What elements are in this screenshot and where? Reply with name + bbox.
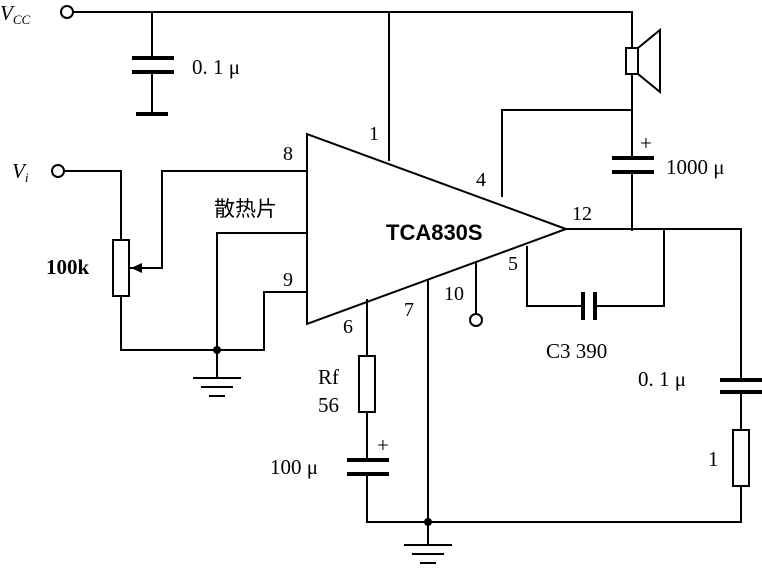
resistor-rf-value: 56: [318, 393, 339, 417]
pin-12-label: 12: [572, 203, 592, 225]
capacitor-supply: [132, 11, 174, 116]
pin-10-label: 10: [444, 283, 464, 305]
pin-6-label: 6: [343, 316, 353, 338]
speaker-icon: [625, 11, 661, 111]
vcc-terminal: [60, 5, 74, 19]
capacitor-output-plus: +: [640, 131, 652, 155]
vi-terminal: [51, 164, 65, 178]
ground-symbol-input: [193, 349, 241, 397]
wire-output: [565, 228, 742, 381]
capacitor-c3-label: C3 390: [546, 339, 607, 363]
pin-4-label: 4: [476, 169, 486, 191]
wire-pin8: [130, 170, 308, 269]
junction-dot-ground: [424, 518, 432, 526]
capacitor-rf: [347, 458, 389, 523]
capacitor-output: [501, 109, 654, 231]
pin-9-label: 9: [283, 269, 293, 291]
pin-7-label: 7: [404, 299, 414, 321]
amplifier-ic: [306, 132, 569, 326]
resistor-zobel-label: 1: [708, 447, 719, 471]
potentiometer: [112, 170, 308, 351]
ground-symbol-main: [404, 544, 452, 564]
capacitor-rf-plus: +: [377, 433, 389, 457]
capacitor-zobel: [720, 378, 762, 431]
pin-1-label: 1: [369, 123, 379, 145]
pin-5-label: 5: [508, 253, 518, 275]
resistor-zobel: [732, 429, 750, 523]
capacitor-c3: [526, 229, 665, 320]
ic-name: TCA830S: [386, 220, 483, 245]
potentiometer-label: 100k: [46, 255, 90, 279]
vcc-label: VCC: [0, 1, 30, 27]
wire-pin9: [263, 291, 308, 351]
vi-label: Vi: [12, 159, 29, 185]
capacitor-rf-label: 100 μ: [270, 455, 318, 479]
capacitor-output-label: 1000 μ: [666, 155, 725, 179]
capacitor-supply-label: 0. 1 μ: [192, 55, 240, 79]
heatsink-label: 散热片: [214, 197, 277, 221]
resistor-rf-name: Rf: [318, 365, 339, 389]
resistor-rf: [358, 299, 376, 461]
pin-10-terminal: [469, 313, 483, 327]
capacitor-zobel-label: 0. 1 μ: [638, 367, 686, 391]
pin-8-label: 8: [283, 143, 293, 165]
wire-input: [63, 170, 122, 241]
